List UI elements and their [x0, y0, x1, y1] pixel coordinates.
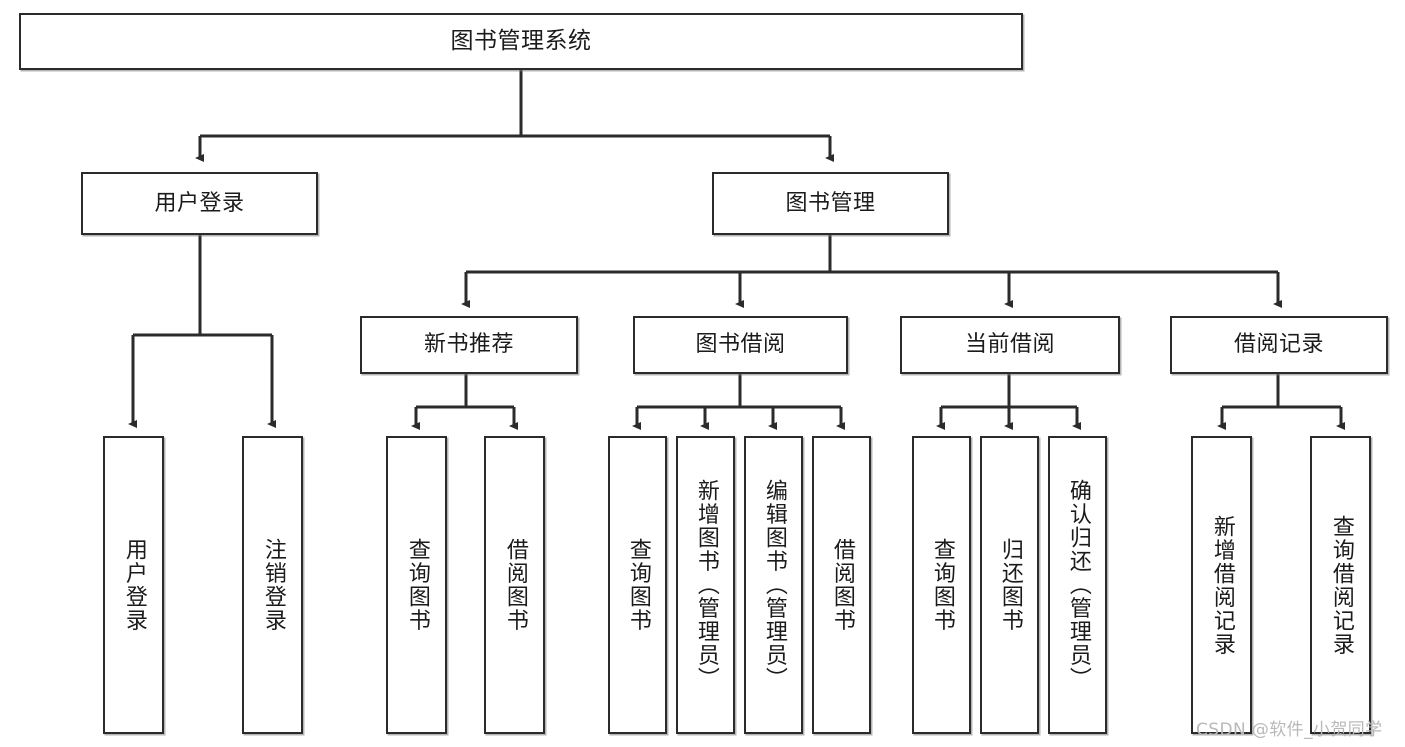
node-label: 用户登录: [121, 538, 147, 632]
leaf-book-borrow-add[interactable]: 新增图书（管理员）: [676, 436, 735, 734]
node-label: 查询借阅记录: [1328, 514, 1354, 656]
csdn-watermark: CSDN @软件_小贺同学: [1196, 720, 1383, 740]
node-label: 图书借阅: [695, 332, 786, 358]
node-label: 查询图书: [929, 538, 955, 632]
leaf-new-book-query[interactable]: 查询图书: [386, 436, 447, 734]
node-label: 借阅图书: [829, 538, 855, 632]
node-label: 查询图书: [404, 538, 430, 632]
leaf-book-borrow-edit[interactable]: 编辑图书（管理员）: [744, 436, 803, 734]
leaf-new-book-borrow[interactable]: 借阅图书: [484, 436, 545, 734]
node-book-borrow[interactable]: 图书借阅: [633, 316, 848, 374]
node-book-manage[interactable]: 图书管理: [712, 172, 949, 235]
leaf-borrow-record-query[interactable]: 查询借阅记录: [1310, 436, 1371, 734]
leaf-current-borrow-return[interactable]: 归还图书: [980, 436, 1039, 734]
node-label: 当前借阅: [964, 332, 1055, 358]
node-user-login[interactable]: 用户登录: [81, 172, 318, 235]
node-current-borrow[interactable]: 当前借阅: [900, 316, 1120, 374]
node-label: 借阅图书: [502, 538, 528, 632]
leaf-current-borrow-query[interactable]: 查询图书: [912, 436, 971, 734]
node-borrow-record[interactable]: 借阅记录: [1170, 316, 1388, 374]
node-label: 新书推荐: [423, 332, 514, 358]
leaf-book-borrow-borrow[interactable]: 借阅图书: [812, 436, 871, 734]
node-label: 编辑图书（管理员）: [761, 479, 787, 691]
node-label: 图书管理系统: [450, 27, 592, 54]
node-label: 查询图书: [625, 538, 651, 632]
leaf-borrow-record-add[interactable]: 新增借阅记录: [1191, 436, 1252, 734]
node-new-book-recommend[interactable]: 新书推荐: [360, 316, 578, 374]
node-label: 新增借阅记录: [1209, 514, 1235, 656]
leaf-user-login-logout[interactable]: 注销登录: [242, 436, 303, 734]
node-label: 新增图书（管理员）: [693, 479, 719, 691]
node-label: 归还图书: [997, 538, 1023, 632]
leaf-user-login-login[interactable]: 用户登录: [103, 436, 164, 734]
node-label: 注销登录: [260, 538, 286, 632]
leaf-current-borrow-confirm[interactable]: 确认归还（管理员）: [1048, 436, 1107, 734]
node-label: 确认归还（管理员）: [1065, 479, 1091, 691]
node-root-system[interactable]: 图书管理系统: [19, 13, 1023, 70]
node-label: 借阅记录: [1233, 332, 1324, 358]
node-label: 用户登录: [154, 190, 245, 216]
leaf-book-borrow-query[interactable]: 查询图书: [608, 436, 667, 734]
node-label: 图书管理: [785, 190, 876, 216]
